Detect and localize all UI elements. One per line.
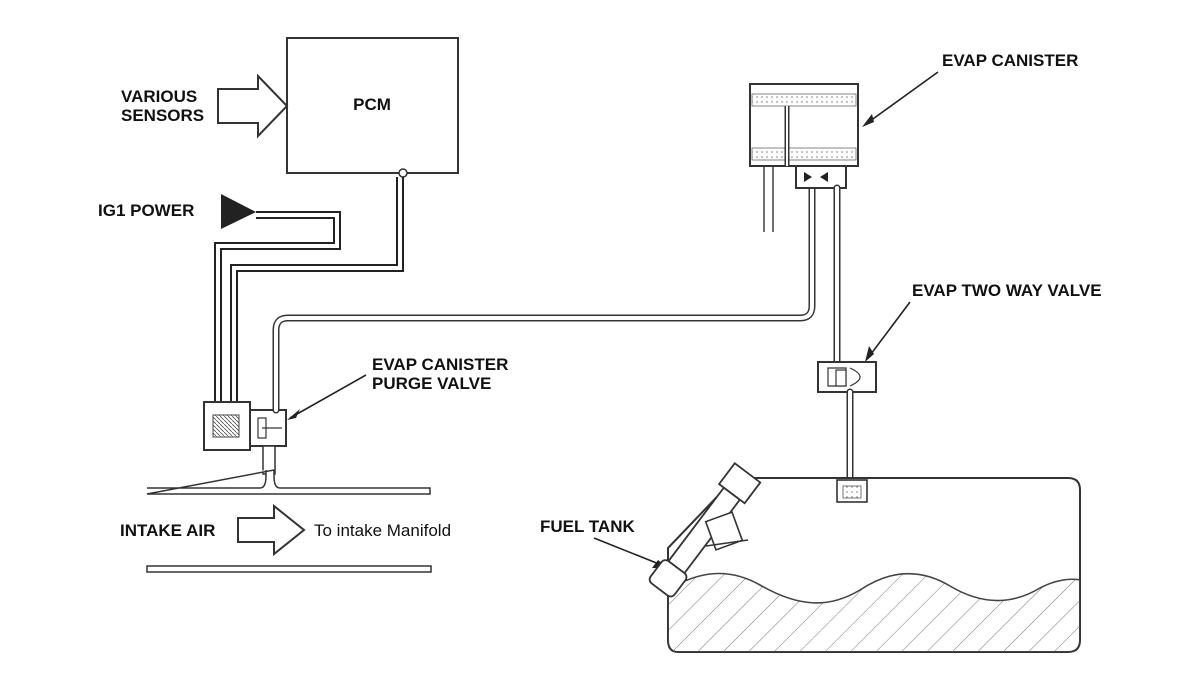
pcm-terminal xyxy=(398,168,408,178)
two-way-valve-label: EVAP TWO WAY VALVE xyxy=(912,281,1102,300)
pcm-label: PCM xyxy=(353,95,391,114)
various-sensors-label-1: VARIOUS xyxy=(121,87,197,106)
sensors-arrow-icon xyxy=(217,73,289,139)
various-sensors-label-2: SENSORS xyxy=(121,106,204,125)
intake-arrow-icon xyxy=(237,503,306,557)
solenoid-coil-icon xyxy=(212,414,240,438)
to-intake-manifold-label: To intake Manifold xyxy=(314,521,451,540)
various-sensors-input: VARIOUS SENSORS xyxy=(121,73,289,139)
filler-neck xyxy=(648,461,762,598)
evap-canister: EVAP CANISTER xyxy=(749,51,1078,232)
purge-valve-label-1: EVAP CANISTER xyxy=(372,355,508,374)
intake-air-label: INTAKE AIR xyxy=(120,521,215,540)
pcm-box: PCM xyxy=(286,37,459,178)
filler-cap-icon xyxy=(648,559,688,598)
purge-valve-label-2: PURGE VALVE xyxy=(372,374,491,393)
evap-canister-label: EVAP CANISTER xyxy=(942,51,1078,70)
intake-tube: INTAKE AIR To intake Manifold xyxy=(120,469,451,573)
ig1-power-label: IG1 POWER xyxy=(98,201,194,220)
fuel-tank-label: FUEL TANK xyxy=(540,517,635,536)
power-triangle-icon xyxy=(221,194,256,229)
evap-two-way-valve: EVAP TWO WAY VALVE xyxy=(817,281,1102,393)
pcm-control-wire xyxy=(230,177,404,402)
fuel-tank: FUEL TANK xyxy=(540,477,1081,653)
ig1-power-source: IG1 POWER xyxy=(98,194,341,402)
purge-hose xyxy=(272,184,816,414)
purge-valve: EVAP CANISTER PURGE VALVE xyxy=(203,355,508,475)
